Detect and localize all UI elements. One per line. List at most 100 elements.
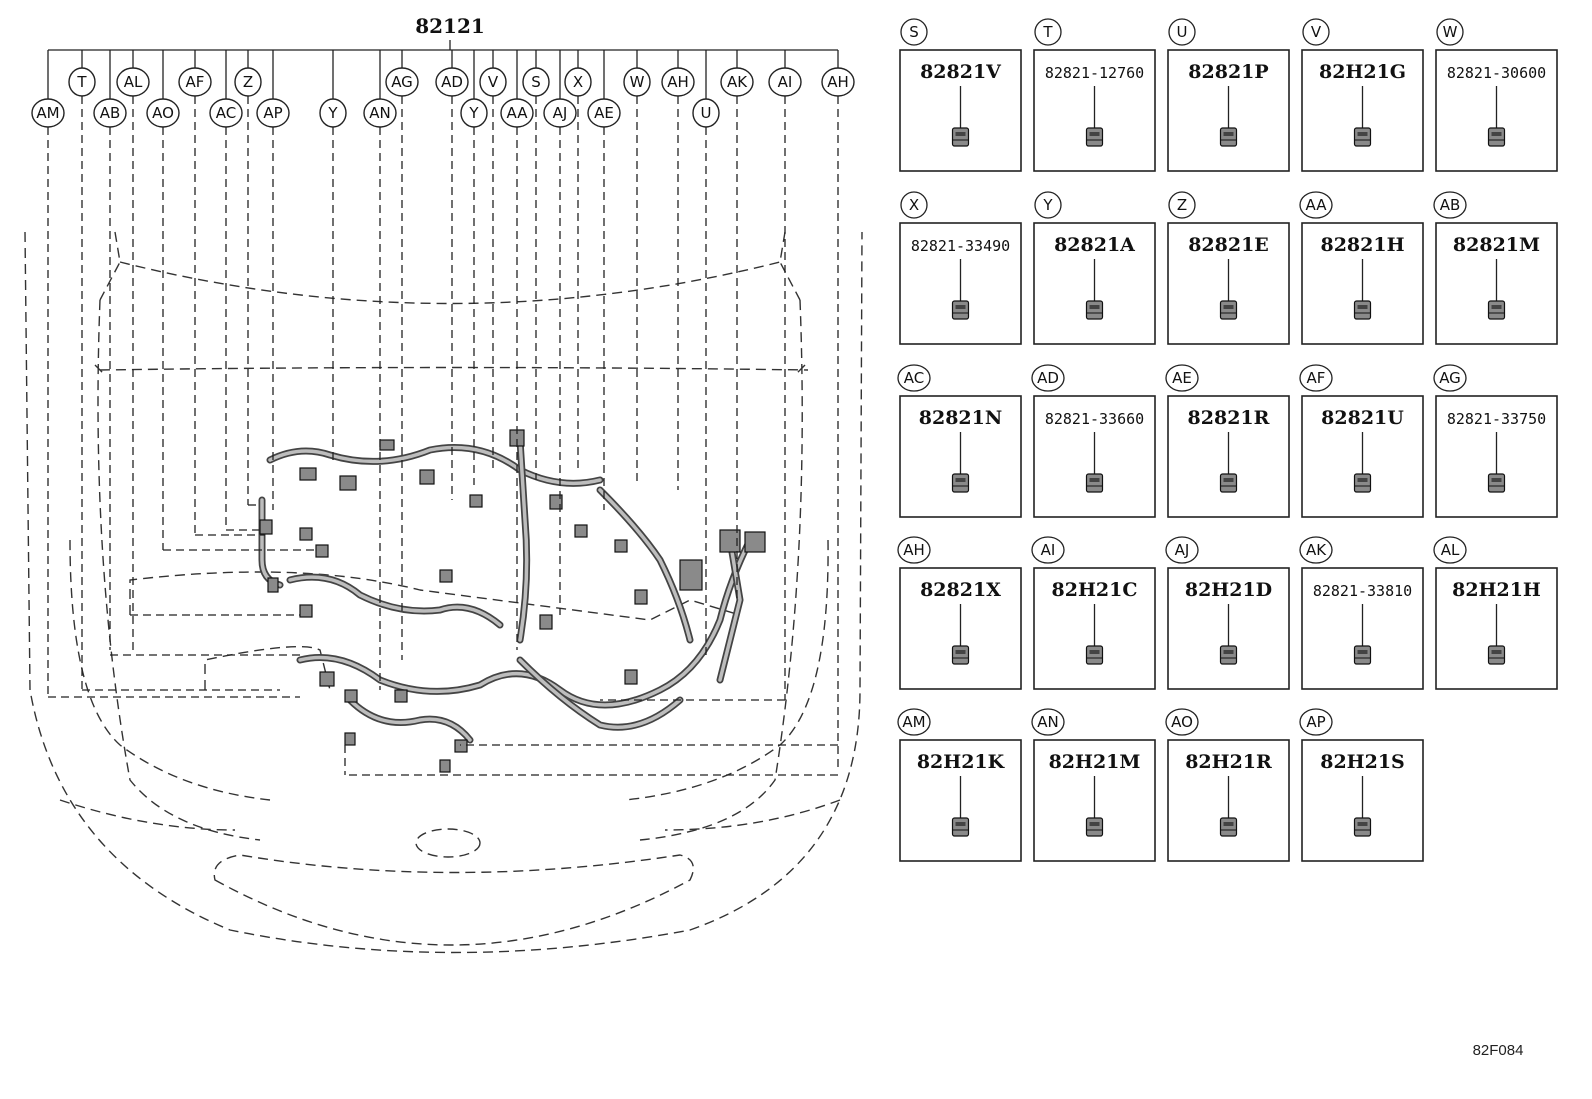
connector-icon <box>1085 645 1104 665</box>
callout-circle <box>479 67 507 97</box>
callout-ab: AB <box>93 98 127 128</box>
part-label: AA <box>1306 196 1328 214</box>
callout-text: AJ <box>553 104 568 122</box>
part-label-circle <box>1165 364 1199 392</box>
part-label-circle <box>1299 708 1333 736</box>
callout-y: Y <box>319 98 347 128</box>
callout-text: V <box>488 73 499 91</box>
part-label-circle <box>1299 191 1333 219</box>
callout-text: X <box>573 73 583 91</box>
part-number: 82821H <box>1320 234 1404 256</box>
part-label-circle <box>1299 536 1333 564</box>
engine-wire-harness <box>258 436 754 744</box>
part-label: AH <box>903 541 925 559</box>
part-label: U <box>1177 23 1188 41</box>
part-label-circle <box>897 708 931 736</box>
callout-s: S <box>522 67 550 97</box>
part-number: 82H21S <box>1320 751 1405 773</box>
part-label-circle <box>1165 708 1199 736</box>
callout-circle <box>522 67 550 97</box>
callout-ak: AK <box>720 67 754 97</box>
part-number: 82H21H <box>1452 579 1541 601</box>
connector-icon <box>951 300 970 320</box>
callout-text: AE <box>594 104 614 122</box>
callout-circle <box>209 98 243 128</box>
callout-circle <box>720 67 754 97</box>
callout-text: AI <box>778 73 793 91</box>
callout-text: U <box>701 104 712 122</box>
part-label: AI <box>1041 541 1056 559</box>
part-label-circle <box>1299 364 1333 392</box>
callout-circle <box>460 98 488 128</box>
part-label-circle <box>1168 191 1196 219</box>
part-number: 82H21K <box>917 751 1006 773</box>
callout-text: W <box>630 73 645 91</box>
connector-icon <box>1353 127 1372 147</box>
part-label: AC <box>904 369 924 387</box>
part-label: T <box>1042 23 1053 41</box>
connector-icon <box>1219 645 1238 665</box>
callout-circle <box>31 98 65 128</box>
callout-w: W <box>623 67 651 97</box>
connector-icon <box>1219 473 1238 493</box>
engine-bay-outline <box>129 571 741 691</box>
part-label: AF <box>1307 369 1326 387</box>
part-label: W <box>1443 23 1458 41</box>
part-cell-ap: AP 82H21S <box>1299 708 1424 862</box>
callout-af: AF <box>178 67 212 97</box>
part-number: 82H21M <box>1049 751 1141 773</box>
callout-circle <box>623 67 651 97</box>
callout-z: Z <box>234 67 262 97</box>
part-number: 82821-33660 <box>1045 410 1144 428</box>
part-number: 82821U <box>1321 407 1404 429</box>
callout-text: Y <box>327 104 338 122</box>
part-label-circle <box>1433 191 1467 219</box>
part-number: 82H21R <box>1185 751 1272 773</box>
callout-text: AD <box>441 73 463 91</box>
part-label-circle <box>1302 18 1330 46</box>
part-label-circle <box>1433 364 1467 392</box>
connector-icon <box>1353 473 1372 493</box>
callout-circle <box>543 98 577 128</box>
connector-icon <box>951 645 970 665</box>
part-label: AP <box>1306 713 1325 731</box>
callout-circle <box>146 98 180 128</box>
figure-code: 82F084 <box>1473 1042 1524 1059</box>
part-box <box>1301 395 1424 518</box>
part-label: AJ <box>1175 541 1190 559</box>
part-number: 82821V <box>920 61 1002 83</box>
callout-al: AL <box>116 67 150 97</box>
callout-ag: AG <box>385 67 419 97</box>
part-label-circle <box>1031 364 1065 392</box>
part-label: AB <box>1440 196 1461 214</box>
main-part-number: 82121 <box>415 14 485 38</box>
callout-text: T <box>76 73 87 91</box>
part-label-circle <box>1034 191 1062 219</box>
part-label: Z <box>1177 196 1187 214</box>
part-label-circle <box>897 364 931 392</box>
part-label: Y <box>1042 196 1053 214</box>
connector-icon <box>1487 127 1506 147</box>
part-label: X <box>909 196 919 214</box>
callout-circle <box>385 67 419 97</box>
connector-icon <box>1353 300 1372 320</box>
callout-y: Y <box>460 98 488 128</box>
callout-text: AP <box>263 104 282 122</box>
callout-circle <box>363 98 397 128</box>
part-number: 82821N <box>919 407 1002 429</box>
part-label-circle <box>1034 18 1062 46</box>
part-label-circle <box>897 536 931 564</box>
part-number: 82821X <box>920 579 1001 601</box>
connector-icon <box>1085 473 1104 493</box>
part-cell-ac: AC 82821N <box>897 364 1022 518</box>
